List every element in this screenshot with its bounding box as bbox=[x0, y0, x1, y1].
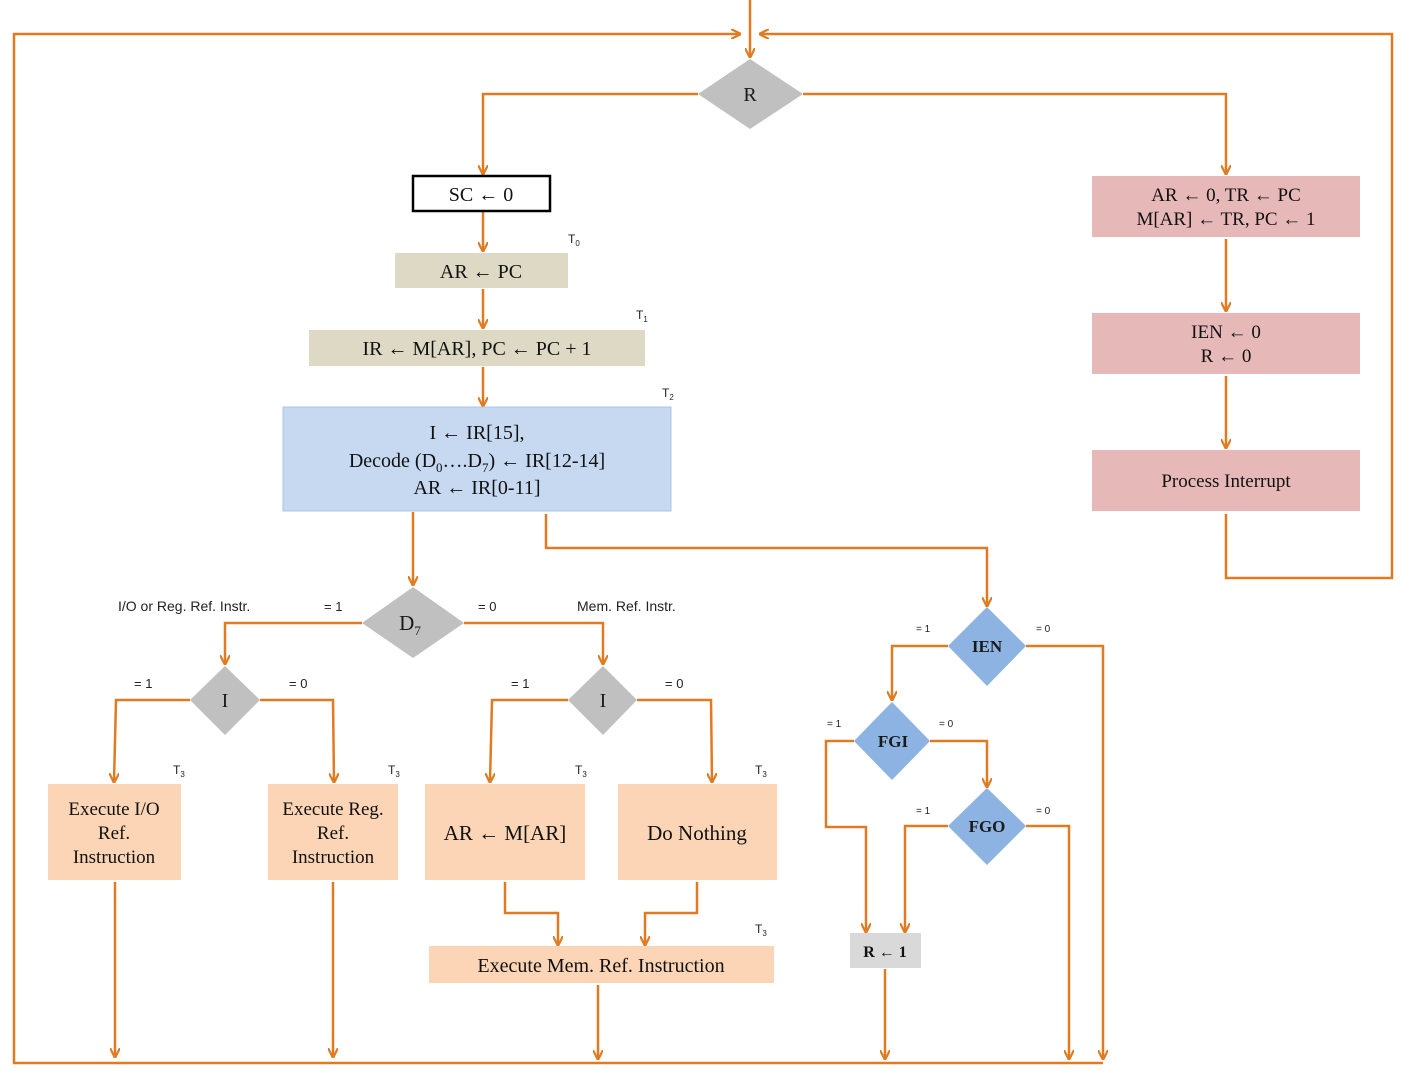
r-diamond: R bbox=[698, 59, 803, 129]
fgo-to-r1 bbox=[905, 824, 948, 932]
interrupt-save-line1: AR ← 0, TR ← PC bbox=[1151, 185, 1301, 206]
i-left-label: I bbox=[222, 690, 229, 712]
decode-line3: AR ← IR[0-11] bbox=[413, 477, 540, 499]
right-i-to-ar-mar bbox=[490, 698, 568, 782]
io-reg-instr-label: I/O or Reg. Ref. Instr. bbox=[118, 598, 250, 614]
exec-reg-line2: Ref. bbox=[317, 823, 349, 844]
ir-fetch-text: IR ← M[AR], PC ← PC + 1 bbox=[362, 338, 591, 360]
d7-diamond: D7 bbox=[362, 587, 464, 658]
r-diamond-label: R bbox=[743, 84, 757, 106]
exec-io-line1: Execute I/O bbox=[68, 799, 159, 820]
ir-fetch-box: IR ← M[AR], PC ← PC + 1 bbox=[309, 330, 645, 366]
interrupt-save-line2: M[AR] ← TR, PC ← 1 bbox=[1136, 209, 1315, 230]
timing-t3-io: T3 bbox=[173, 763, 185, 779]
timing-t3-direct: T3 bbox=[755, 763, 767, 779]
ir-eq0-label: = 0 bbox=[665, 676, 683, 691]
right-return-loop bbox=[760, 34, 1394, 580]
fgo-label: FGO bbox=[969, 817, 1006, 836]
d7-to-right-i bbox=[464, 621, 603, 664]
interrupt-clear-line1: IEN ← 0 bbox=[1191, 322, 1261, 343]
timing-t0: T0 bbox=[568, 232, 580, 248]
ar-mar-text: AR ← M[AR] bbox=[444, 821, 567, 845]
il-eq0-label: = 0 bbox=[289, 676, 307, 691]
fgi-label: FGI bbox=[878, 732, 909, 751]
timing-t2: T2 bbox=[662, 386, 674, 402]
ien-zero-down bbox=[1026, 644, 1103, 1059]
interrupt-clear-line2: R ← 0 bbox=[1201, 346, 1252, 367]
ien-label: IEN bbox=[972, 637, 1003, 656]
fgi-eq0-label: = 0 bbox=[939, 719, 954, 730]
ien-eq0-label: = 0 bbox=[1036, 624, 1051, 635]
decode-box: I ← IR[15], Decode (D0….D7) ← IR[12-14] … bbox=[282, 406, 672, 512]
mem-ref-instr-label: Mem. Ref. Instr. bbox=[577, 598, 676, 614]
exec-reg-line3: Instruction bbox=[292, 847, 375, 868]
sc-reset-box: SC ← 0 bbox=[411, 174, 552, 213]
decode-line1: I ← IR[15], bbox=[430, 422, 525, 444]
timing-t3-indirect: T3 bbox=[575, 763, 587, 779]
ien-diamond: IEN bbox=[948, 607, 1026, 686]
r-set-box: R ← 1 bbox=[850, 933, 921, 968]
exec-reg-line1: Execute Reg. bbox=[282, 799, 383, 820]
exec-mem-text: Execute Mem. Ref. Instruction bbox=[477, 955, 724, 977]
d7-eq1-label: = 1 bbox=[324, 599, 342, 614]
fgo-eq0-label: = 0 bbox=[1036, 806, 1051, 817]
right-i-to-do-nothing bbox=[637, 698, 712, 782]
process-interrupt-text: Process Interrupt bbox=[1161, 471, 1291, 492]
fgi-to-r1 bbox=[824, 739, 866, 932]
do-nothing-box: Do Nothing bbox=[618, 784, 777, 880]
sc-reset-text: SC ← 0 bbox=[449, 184, 513, 206]
interrupt-clear-box: IEN ← 0 R ← 0 bbox=[1092, 313, 1360, 374]
ar-pc-box: AR ← PC bbox=[395, 253, 568, 288]
fgi-to-fgo bbox=[930, 739, 987, 787]
connectors bbox=[12, 0, 1394, 1065]
ien-to-fgi bbox=[892, 644, 948, 700]
i-diamond-left: I bbox=[190, 666, 260, 735]
exec-io-line2: Ref. bbox=[98, 823, 130, 844]
fgo-eq1-label: = 1 bbox=[916, 806, 931, 817]
r-to-interrupt bbox=[803, 92, 1226, 174]
exec-reg-box: Execute Reg. Ref. Instruction bbox=[268, 784, 398, 880]
decode-line2: Decode (D0….D7) ← IR[12-14] bbox=[349, 450, 605, 475]
r-to-sc bbox=[483, 92, 698, 174]
i-right-label: I bbox=[600, 690, 607, 712]
left-i-to-exec-reg bbox=[260, 698, 334, 782]
exec-mem-box: Execute Mem. Ref. Instruction bbox=[429, 946, 774, 983]
d7-eq0-label: = 0 bbox=[478, 599, 496, 614]
fgi-diamond: FGI bbox=[854, 702, 930, 780]
do-nothing-text: Do Nothing bbox=[647, 821, 747, 845]
ien-eq1-label: = 1 bbox=[916, 624, 931, 635]
decode-to-ien bbox=[544, 514, 987, 606]
i-diamond-right: I bbox=[568, 666, 637, 735]
ar-mar-box: AR ← M[AR] bbox=[425, 784, 585, 880]
timing-t3-mem: T3 bbox=[755, 922, 767, 938]
timing-t1: T1 bbox=[636, 308, 648, 324]
fgo-zero-down bbox=[1026, 824, 1069, 1059]
timing-t3-reg: T3 bbox=[388, 763, 400, 779]
ar-mar-to-exec-mem bbox=[503, 882, 558, 945]
d7-label: D7 bbox=[399, 611, 421, 638]
left-i-to-exec-io bbox=[114, 698, 190, 782]
fgi-eq1-label: = 1 bbox=[827, 719, 842, 730]
fgo-diamond: FGO bbox=[948, 788, 1026, 865]
do-nothing-to-exec-mem bbox=[645, 882, 699, 945]
il-eq1-label: = 1 bbox=[134, 676, 152, 691]
process-interrupt-box: Process Interrupt bbox=[1092, 450, 1360, 511]
exec-io-box: Execute I/O Ref. Instruction bbox=[48, 784, 181, 880]
d7-to-left-i bbox=[225, 621, 362, 664]
left-return-loop bbox=[12, 34, 740, 1065]
interrupt-save-box: AR ← 0, TR ← PC M[AR] ← TR, PC ← 1 bbox=[1092, 176, 1360, 237]
ar-pc-text: AR ← PC bbox=[440, 261, 522, 283]
ir-eq1-label: = 1 bbox=[511, 676, 529, 691]
exec-io-line3: Instruction bbox=[73, 847, 156, 868]
r-set-text: R ← 1 bbox=[863, 944, 907, 961]
